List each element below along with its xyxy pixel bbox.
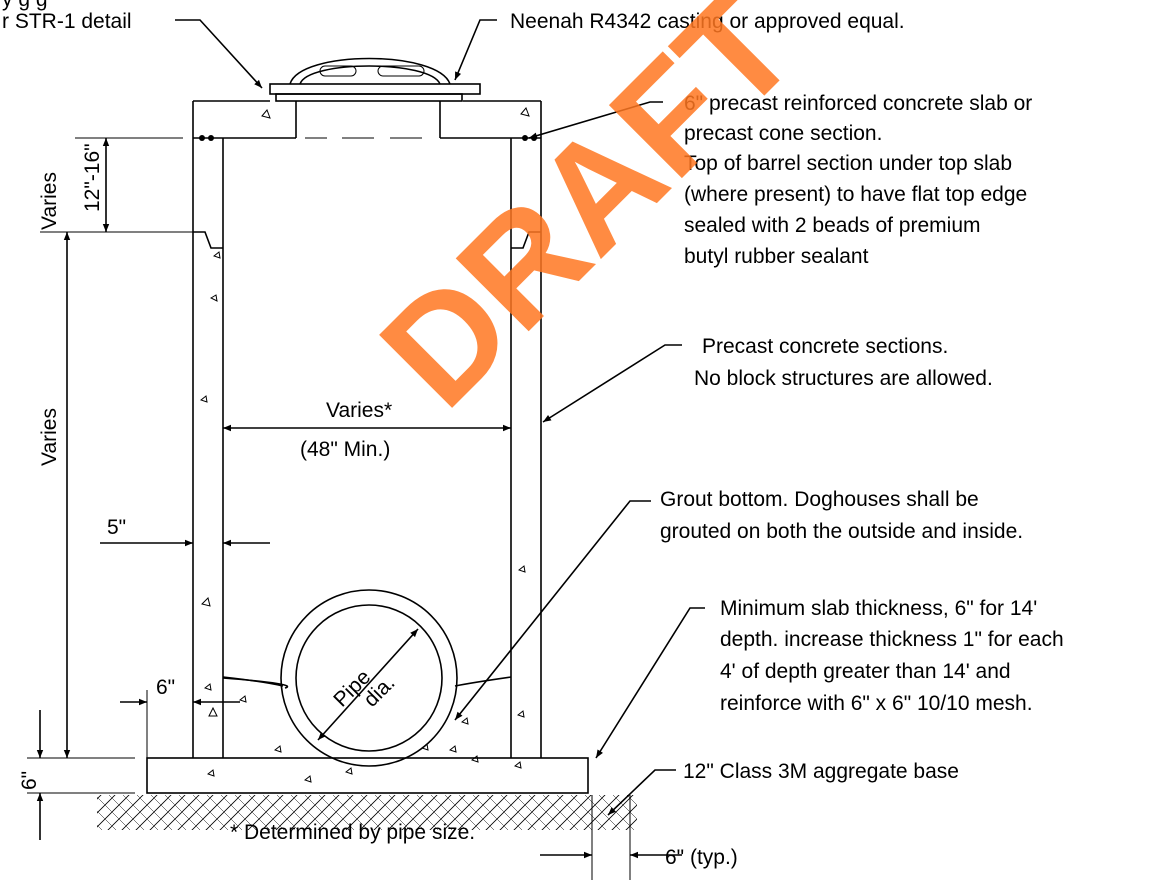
aggregate-base (97, 795, 637, 830)
min-slab-line3: 4' of depth greater than 14' and (720, 660, 1011, 683)
slab-note-line4: (where present) to have flat top edge (684, 183, 1027, 206)
typ-dimension-label: 6" (typ.) (665, 846, 738, 869)
manhole-structure (97, 57, 637, 830)
base-slab (146, 757, 589, 794)
casting-note: Neenah R4342 casting or approved equal. (510, 10, 905, 33)
dimensions (27, 137, 682, 880)
base-6in-label: 6" (18, 771, 41, 790)
top-varies-label: Varies (38, 172, 61, 230)
rebar-dot (199, 135, 205, 141)
top-range-label: 12"-16" (81, 143, 104, 212)
slab-note-line5: sealed with 2 beads of premium (684, 214, 981, 237)
pipe-outer (280, 589, 458, 767)
slab-note-line1: 6" precast reinforced concrete slab or (684, 92, 1032, 115)
side-varies-label: Varies (38, 408, 61, 466)
min-slab-line2: depth. increase thickness 1" for each (720, 628, 1064, 651)
grout-note-line1: Grout bottom. Doghouses shall be (660, 488, 979, 511)
determined-note: * Determined by pipe size. (230, 821, 475, 844)
left-joint (193, 231, 223, 249)
top-left-note-line1: y g g (2, 0, 48, 11)
right-joint (511, 231, 541, 249)
annotations: y g g r STR-1 detail Neenah R4342 castin… (2, 0, 1064, 869)
grout-note-line2: grouted on both the outside and inside. (660, 520, 1023, 543)
slab-note-line2: precast cone section. (684, 122, 882, 145)
concrete-texture (199, 107, 530, 783)
sections-note-line1: Precast concrete sections. (702, 335, 948, 358)
slab-note-line6: butyl rubber sealant (684, 245, 869, 268)
pipe-inner (295, 604, 443, 752)
min-slab-line4: reinforce with 6" x 6" 10/10 mesh. (720, 692, 1033, 715)
wall-5in-label: 5" (107, 516, 126, 539)
slab-note-line3: Top of barrel section under top slab (684, 152, 1012, 175)
casting-frame (269, 57, 481, 102)
leaders (175, 19, 705, 816)
min-width-label: (48" Min.) (300, 438, 390, 461)
rebar-dot (522, 135, 528, 141)
top-left-note-line2: r STR-1 detail (2, 10, 132, 33)
aggregate-note: 12" Class 3M aggregate base (683, 760, 959, 783)
min-slab-line1: Minimum slab thickness, 6" for 14' (720, 597, 1037, 620)
rebar-dot (208, 135, 214, 141)
width-label: Varies* (326, 399, 392, 422)
pipe-dia-dimension (317, 628, 419, 741)
wall-6in-label: 6" (156, 676, 175, 699)
sections-note-line2: No block structures are allowed. (694, 367, 993, 390)
